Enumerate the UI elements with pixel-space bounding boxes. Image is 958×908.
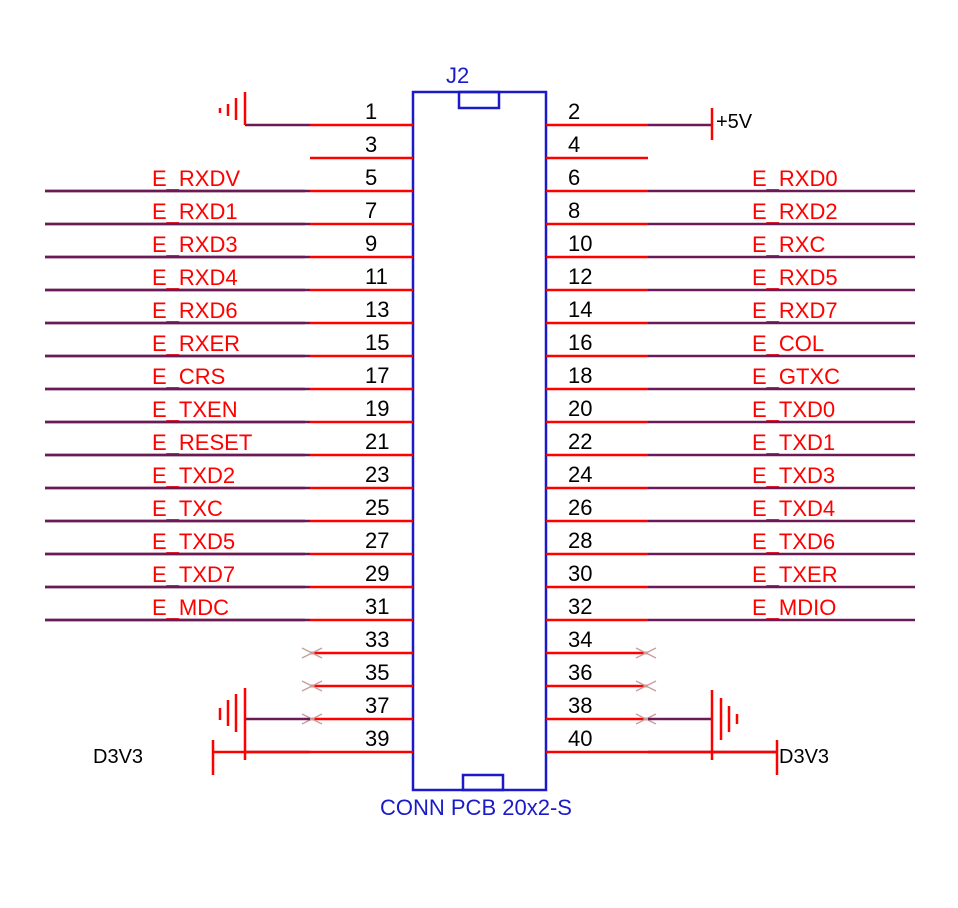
pin-number-left: 37 [365,693,389,718]
pin-number-left: 27 [365,528,389,553]
pin-number-right: 26 [568,495,592,520]
pin-number-left: 31 [365,594,389,619]
net-label-right: E_COL [752,331,824,356]
net-label-right: E_TXD3 [752,463,835,488]
net-label-left: E_TXC [152,496,223,521]
pin-number-left: 11 [365,264,388,289]
bottom-key-notch [461,773,505,792]
pin-number-right: 16 [568,330,592,355]
pin-number-left: 39 [365,726,389,751]
ground-symbol-right-bottom [710,690,779,775]
pin-number-right: 28 [568,528,592,553]
net-label-right: E_GTXC [752,364,840,389]
pin-number-left: 3 [365,132,377,157]
net-label-right: E_MDIO [752,595,836,620]
net-label-right: E_RXD2 [752,199,838,224]
pin-number-right: 30 [568,561,592,586]
net-label-left: E_TXD5 [152,529,235,554]
pin-number-left: 21 [365,429,389,454]
net-label-right: E_TXD4 [752,496,835,521]
pin-number-right: 10 [568,231,592,256]
pin-number-left: 13 [365,297,389,322]
designator-label: J2 [446,63,469,88]
net-label-right: E_RXD7 [752,298,838,323]
net-label-left: E_RESET [152,430,252,455]
net-label-left: E_RXD6 [152,298,238,323]
pin-number-left: 25 [365,495,389,520]
pin-number-right: 24 [568,462,592,487]
net-label-right: E_TXD6 [752,529,835,554]
pin-number-left: 1 [365,99,377,124]
pin-number-left: 35 [365,660,389,685]
nc-mark-right [635,680,657,692]
pin-number-left: 29 [365,561,389,586]
pin-number-left: 33 [365,627,389,652]
pin-number-right: 12 [568,264,592,289]
pin-number-right: 6 [568,165,580,190]
right-d3v3-label: D3V3 [779,746,829,768]
nc-mark-left [301,647,323,659]
pin-number-right: 40 [568,726,592,751]
part-name-label: CONN PCB 20x2-S [380,795,572,820]
pin-number-right: 18 [568,363,592,388]
net-label-left: E_CRS [152,364,225,389]
net-label-left: E_RXD1 [152,199,238,224]
ground-symbol-left-bottom [211,688,247,775]
pin-number-right: 36 [568,660,592,685]
nc-mark-right [635,647,657,659]
pin-number-right: 32 [568,594,592,619]
net-label-left: E_RXER [152,331,240,356]
pin-number-right: 34 [568,627,592,652]
pin-number-right: 14 [568,297,592,322]
pin-number-left: 15 [365,330,389,355]
pin-number-left: 19 [365,396,389,421]
net-label-right: E_RXD0 [752,166,838,191]
net-label-left: E_RXD4 [152,265,238,290]
left-d3v3-label: D3V3 [93,746,143,768]
nc-mark-left [301,713,323,725]
net-label-right: E_RXC [752,232,825,257]
nc-mark-left [301,680,323,692]
net-label-right: E_TXD1 [752,430,835,455]
net-label-left: E_TXEN [152,397,238,422]
connector-body [411,90,548,792]
pin-number-right: 22 [568,429,592,454]
net-label-left: E_RXDV [152,166,240,191]
pin-number-right: 2 [568,99,580,124]
pin-number-left: 9 [365,231,377,256]
net-label-left: E_TXD7 [152,562,235,587]
pin-number-right: 4 [568,132,580,157]
top-key-notch [457,90,501,110]
power-5v-label: +5V [716,111,753,133]
pin-number-right: 8 [568,198,580,223]
pin-number-left: 7 [365,198,377,223]
net-label-right: E_TXD0 [752,397,835,422]
pin-number-left: 23 [365,462,389,487]
net-label-left: E_TXD2 [152,463,235,488]
ground-symbol-pin1 [218,92,247,125]
pin-number-left: 17 [365,363,389,388]
pin-number-right: 38 [568,693,592,718]
net-label-right: E_TXER [752,562,838,587]
net-label-left: E_RXD3 [152,232,238,257]
pin-number-right: 20 [568,396,592,421]
net-label-right: E_RXD5 [752,265,838,290]
pin-number-left: 5 [365,165,377,190]
net-label-left: E_MDC [152,595,229,620]
nc-mark-right [635,713,657,725]
